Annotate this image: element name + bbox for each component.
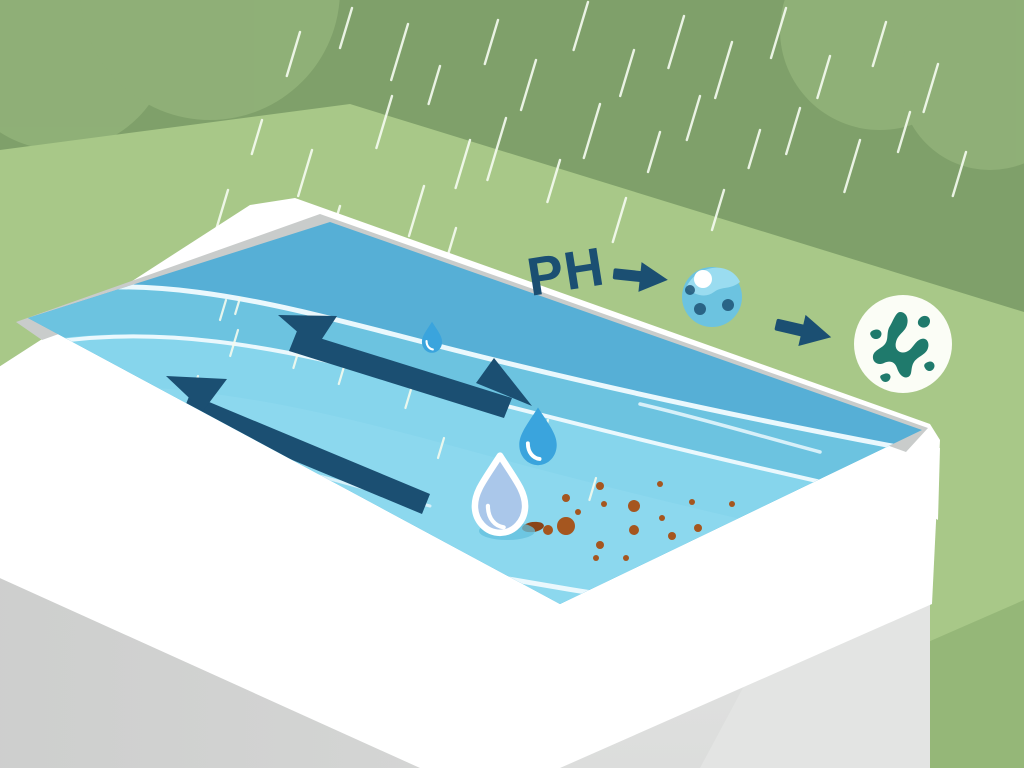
debris-particle	[596, 541, 604, 549]
rain-streak	[588, 476, 598, 502]
rain-streak	[483, 18, 500, 66]
debris-particle	[729, 501, 735, 507]
algae-splash-badge-icon	[854, 295, 952, 393]
ph-annotation-group: PH	[523, 237, 608, 308]
rain-streak	[250, 118, 264, 156]
rain-streak	[390, 22, 410, 82]
debris-particle	[562, 494, 570, 502]
debris-particle	[657, 481, 663, 487]
rain-streak	[611, 196, 628, 244]
chlorine-ball-icon	[682, 267, 742, 327]
badge-circle	[854, 295, 952, 393]
rain-streak	[785, 106, 802, 156]
bush-shape	[80, 0, 340, 120]
ball-dot	[694, 303, 706, 315]
rain-streak	[572, 0, 590, 52]
rain-streak	[338, 6, 354, 50]
debris-particle	[659, 515, 665, 521]
debris-particle	[601, 501, 607, 507]
ph-label: PH	[523, 237, 608, 308]
debris-particle	[593, 555, 599, 561]
rain-streak	[229, 328, 240, 358]
rain-streak	[685, 94, 702, 142]
pool-rim-corner-round	[860, 430, 940, 520]
rain-streak	[297, 148, 314, 198]
debris-particle	[623, 555, 629, 561]
rain-streak	[486, 116, 508, 182]
debris-particle	[575, 509, 581, 515]
rain-streak	[922, 62, 940, 114]
debris-particle	[543, 525, 553, 535]
flow-arrow-double	[278, 315, 532, 418]
arrow-right-icon-2	[774, 314, 832, 347]
debris-particle	[596, 482, 604, 490]
rain-streak	[285, 30, 302, 78]
rain-streak	[896, 110, 912, 154]
rain-streak	[951, 150, 968, 198]
rain-streak	[454, 138, 472, 190]
rain-streak	[407, 184, 426, 238]
rain-streak	[234, 296, 242, 316]
water-drop-icon-small	[421, 321, 443, 353]
arrow-right-icon-1	[612, 262, 668, 292]
rain-streak	[816, 54, 832, 100]
ball-highlight	[694, 270, 712, 288]
bush-shape	[900, 0, 1024, 170]
rain-streak	[375, 94, 394, 150]
wave-crest-line	[638, 402, 822, 454]
rain-streak	[218, 298, 228, 322]
water-drop-icon	[519, 407, 557, 466]
debris-particle	[557, 517, 575, 535]
debris-particle	[668, 532, 676, 540]
rain-streak	[404, 384, 414, 410]
rain-streak	[519, 58, 538, 112]
rain-streak	[582, 102, 602, 160]
rain-streak	[436, 436, 446, 460]
debris-particle	[689, 499, 695, 505]
rain-streak	[710, 188, 726, 232]
rain-streak	[619, 48, 636, 98]
debris-particle	[694, 524, 702, 532]
ball-dot	[685, 285, 695, 295]
debris-particle	[628, 500, 640, 512]
debris-particles	[543, 481, 735, 564]
ball-dot	[722, 299, 734, 311]
rain-streak	[843, 138, 862, 194]
bush-group	[0, 0, 1024, 170]
rain-streak	[667, 14, 686, 70]
rain-streak	[747, 128, 762, 170]
water-drop-outline-icon	[471, 452, 529, 537]
rain-streak	[646, 130, 662, 174]
rain-streak	[769, 6, 788, 60]
rain-streaks	[215, 0, 968, 266]
rain-streak	[714, 40, 734, 100]
flow-arrow-single	[166, 376, 430, 514]
debris-particle	[629, 525, 639, 535]
rain-streak	[215, 188, 230, 230]
rain-streak	[871, 20, 888, 68]
rain-streak	[546, 158, 562, 204]
algae-splash-glyph	[870, 312, 935, 382]
rain-streak	[427, 64, 442, 106]
